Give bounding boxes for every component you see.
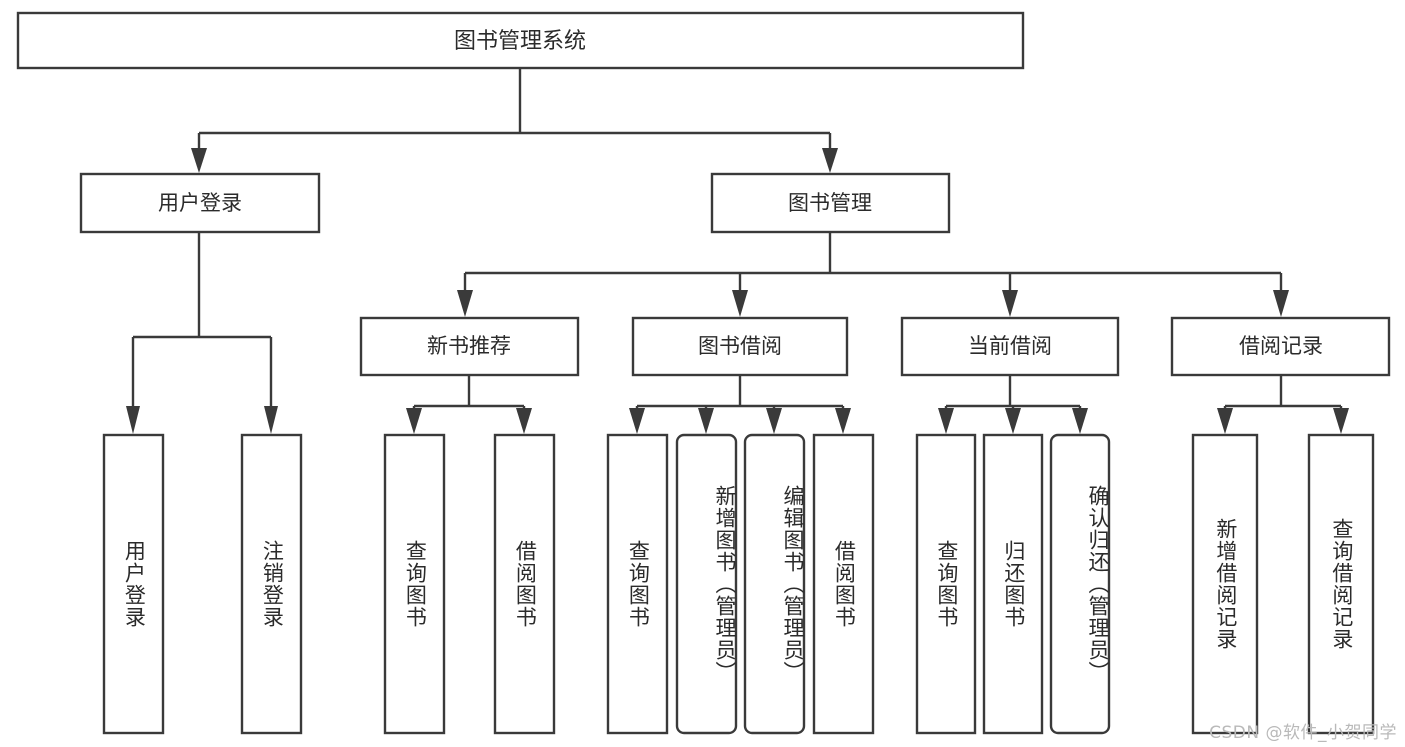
node-leaf-edit-book-box[interactable]: [743, 433, 806, 735]
arrow-head-leaf-query-book-3: [938, 408, 954, 434]
arrow-head-borrow-record: [1273, 290, 1289, 317]
edge-group-borrow-record: [1217, 375, 1349, 434]
node-book-manage-label: 图书管理: [788, 191, 872, 215]
arrow-head-leaf-logout: [264, 406, 278, 434]
node-user-login-box[interactable]: [79, 172, 321, 234]
node-book-manage[interactable]: 图书管理: [710, 172, 951, 234]
arrow-head-book-manage: [822, 148, 838, 173]
node-leaf-return-book-box[interactable]: [982, 433, 1044, 735]
node-user-login-label: 用户登录: [158, 191, 242, 215]
arrow-head-leaf-query-record: [1333, 408, 1349, 434]
node-borrow-record[interactable]: 借阅记录: [1170, 316, 1391, 377]
edge-group-current-borrow: [938, 375, 1088, 434]
node-root-box[interactable]: [16, 11, 1025, 70]
node-leaf-query-book-1-box[interactable]: [383, 433, 446, 735]
node-leaf-logout-box[interactable]: [240, 433, 303, 735]
arrow-head-leaf-return-book: [1005, 408, 1021, 434]
node-leaf-borrow-book-1-box[interactable]: [493, 433, 556, 735]
node-leaf-add-record-box[interactable]: [1191, 433, 1259, 735]
node-new-book-rec-label: 新书推荐: [427, 334, 511, 358]
node-current-borrow-label: 当前借阅: [968, 334, 1052, 358]
arrow-head-leaf-query-book-2: [629, 408, 645, 434]
node-borrow-record-box[interactable]: [1170, 316, 1391, 377]
node-root-label: 图书管理系统: [454, 29, 586, 54]
node-leaf-user-login-box[interactable]: [102, 433, 165, 735]
arrow-head-leaf-borrow-book-1: [516, 408, 532, 434]
node-leaf-borrow-book-2-box[interactable]: [812, 433, 875, 735]
node-leaf-confirm-return-box[interactable]: [1049, 433, 1111, 735]
edge-group-book-borrow: [629, 375, 851, 434]
arrow-head-leaf-confirm-return: [1072, 408, 1088, 434]
node-book-manage-box[interactable]: [710, 172, 951, 234]
arrow-head-leaf-user-login: [126, 406, 140, 434]
node-new-book-rec[interactable]: 新书推荐: [359, 316, 580, 377]
arrow-head-leaf-add-record: [1217, 408, 1233, 434]
arrow-head-user-login: [191, 148, 207, 173]
arrow-head-leaf-borrow-book-2: [835, 408, 851, 434]
edge-group-new-book-rec: [406, 375, 532, 434]
node-book-borrow[interactable]: 图书借阅: [631, 316, 849, 377]
node-root[interactable]: 图书管理系统: [16, 11, 1025, 70]
arrow-head-leaf-edit-book: [766, 408, 782, 434]
edge-group-root: [191, 68, 838, 173]
node-new-book-rec-box[interactable]: [359, 316, 580, 377]
arrow-head-leaf-query-book-1: [406, 408, 422, 434]
node-leaf-query-book-3-box[interactable]: [915, 433, 977, 735]
node-current-borrow[interactable]: 当前借阅: [900, 316, 1120, 377]
node-book-borrow-box[interactable]: [631, 316, 849, 377]
arrow-head-new-book-rec: [457, 290, 473, 317]
node-leaf-add-book-box[interactable]: [675, 433, 738, 735]
node-leaf-query-book-2-box[interactable]: [606, 433, 669, 735]
edge-group-book-manage: [457, 232, 1289, 317]
arrow-head-current-borrow: [1002, 290, 1018, 317]
edge-group-user-login: [126, 232, 278, 434]
watermark-text: CSDN @软件_小贺同学: [1209, 723, 1397, 743]
node-user-login[interactable]: 用户登录: [79, 172, 321, 234]
node-borrow-record-label: 借阅记录: [1239, 334, 1323, 358]
arrow-head-leaf-add-book: [698, 408, 714, 434]
node-book-borrow-label: 图书借阅: [698, 334, 782, 358]
node-leaf-query-record-box[interactable]: [1307, 433, 1375, 735]
arrow-head-book-borrow: [732, 290, 748, 317]
node-current-borrow-box[interactable]: [900, 316, 1120, 377]
